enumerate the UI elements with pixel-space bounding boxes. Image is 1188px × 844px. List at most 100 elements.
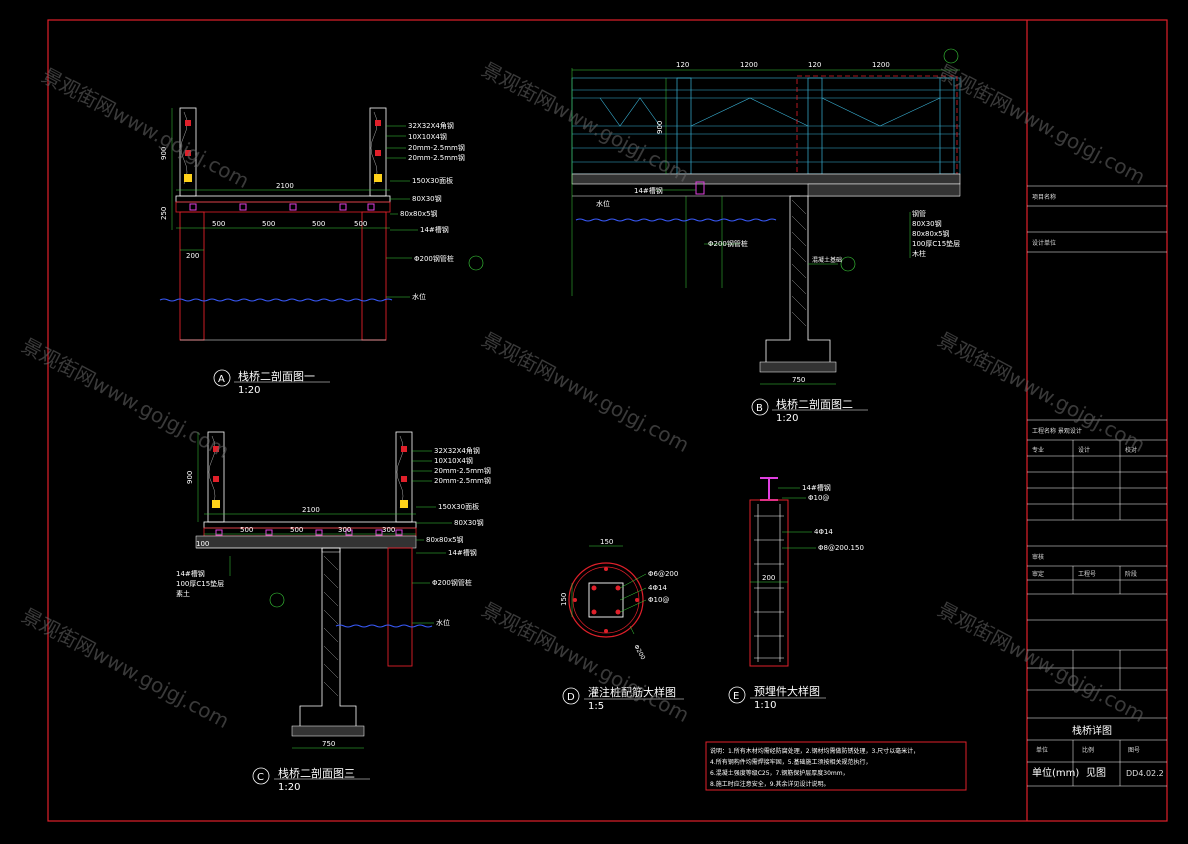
section-e-label-3: 4Φ14 <box>814 528 833 536</box>
section-d-marker: D <box>567 692 575 703</box>
section-c-label-1: 32X32X4角钢 <box>434 446 480 455</box>
section-b-label-5: 80x80x5钢 <box>912 229 950 238</box>
section-c-label-6: 80X30钢 <box>454 518 484 527</box>
section-c-dim-pile: 100 <box>196 540 209 548</box>
section-c-label-7: 80x80x5钢 <box>426 535 464 544</box>
section-a-label-1: 32X32X4角钢 <box>408 121 454 130</box>
section-b-dim-1: 120 <box>676 61 689 69</box>
section-a-label-5: 150X30面板 <box>412 176 453 185</box>
tb-top-row-1: 工程名称 景观设计 <box>1032 427 1082 435</box>
section-c-label-8: 14#槽钢 <box>448 548 477 557</box>
section-a-dim-h2: 250 <box>160 207 168 220</box>
section-c-dim-span-4: 300 <box>382 526 395 534</box>
section-a-text: 32X32X4角钢 10X10X4钢 20mm-2.5mm钢 20mm-2.5m… <box>160 121 465 396</box>
watermark-6: 景观街网www.gojgj.com <box>934 327 1150 457</box>
watermark-7: 景观街网www.gojgj.com <box>18 603 234 733</box>
tb-mid-row-1: 审核 <box>1032 553 1044 561</box>
section-d-label-2: 4Φ14 <box>648 584 667 592</box>
section-b-scale: 1:20 <box>776 413 798 424</box>
section-a-dim-span-4: 500 <box>354 220 367 228</box>
section-b-marker: B <box>756 403 763 414</box>
title-block-text: 项目名称 设计单位 工程名称 景观设计 专业 设计 校对 审核 审定 工程号 阶… <box>1032 193 1164 779</box>
section-d-label-3: Φ10@ <box>648 596 669 604</box>
watermark-3: 景观街网www.gojgj.com <box>934 59 1150 189</box>
section-d-scale: 1:5 <box>588 701 604 712</box>
section-a-dim-span-3: 500 <box>312 220 325 228</box>
watermark-4: 景观街网www.gojgj.com <box>18 333 234 463</box>
section-c-dim-base: 750 <box>322 740 335 748</box>
section-b-label-1: 14#槽钢 <box>634 186 663 195</box>
section-b-title: 栈桥二剖面图二 <box>776 397 853 411</box>
section-c-label-9: Φ200钢管桩 <box>432 578 472 587</box>
section-b-label-7: 木柱 <box>912 249 926 258</box>
section-c-label-3: 20mm-2.5mm钢 <box>434 466 491 475</box>
section-d-title: 灌注桩配筋大样图 <box>588 685 676 699</box>
tb-top-row-4: 校对 <box>1125 446 1137 454</box>
section-d-label-1: Φ6@200 <box>648 570 678 578</box>
section-a-dim-span-1: 500 <box>212 220 225 228</box>
watermark-8: 景观街网www.gojgj.com <box>478 597 694 727</box>
tb-mid-row-2: 审定 <box>1032 570 1044 578</box>
tb-foot-left: 单位(mm) <box>1032 766 1079 779</box>
tb-foot-mid: 见图 <box>1086 767 1106 779</box>
section-a-dim-width: 2100 <box>276 182 294 190</box>
section-b-dim-height: 900 <box>656 121 664 134</box>
section-c-drawing <box>195 431 452 785</box>
section-a-dim-span-2: 500 <box>262 220 275 228</box>
tb-drawing-title: 栈桥详图 <box>1072 724 1112 737</box>
section-e-dim-w: 200 <box>762 574 775 582</box>
section-b-note: 混凝土基础 <box>812 256 842 264</box>
section-b-dim-base: 750 <box>792 376 805 384</box>
section-a-label-7: 80x80x5钢 <box>400 209 438 218</box>
section-d-drawing <box>562 545 684 705</box>
section-a-scale: 1:20 <box>238 385 260 396</box>
section-c-left-label-1: 14#槽钢 <box>176 569 205 578</box>
section-a-label-2: 10X10X4钢 <box>408 132 447 141</box>
section-b-label-2: Φ200钢管桩 <box>708 239 748 248</box>
tb-top-row-3: 设计 <box>1078 446 1090 454</box>
section-c-dim-span-3: 300 <box>338 526 351 534</box>
section-b-label-6: 100厚C15垫层 <box>912 239 960 248</box>
section-d-dim-dia: Φ200 <box>632 644 646 662</box>
watermark-9: 景观街网www.gojgj.com <box>934 597 1150 727</box>
section-d-dim-w: 150 <box>600 538 613 546</box>
section-b-label-4: 80X30钢 <box>912 219 942 228</box>
section-e-text: 14#槽钢 Φ10@ 4Φ14 Φ8@200.150 200 E 预埋件大样图 … <box>733 483 864 711</box>
section-a-label-9: Φ200钢管桩 <box>414 254 454 263</box>
section-a-label-8: 14#槽钢 <box>420 225 449 234</box>
section-b-dim-2: 1200 <box>740 61 758 69</box>
section-c-dim-span-1: 500 <box>240 526 253 534</box>
tb-drawing-row: 设计单位 <box>1032 239 1056 247</box>
section-b-water: 水位 <box>596 199 610 208</box>
notes-line-4: 8.施工时应注意安全，9.其余详见设计说明。 <box>710 780 829 788</box>
section-b-dim-3: 120 <box>808 61 821 69</box>
section-e-drawing <box>728 477 826 704</box>
watermark-5: 景观街网www.gojgj.com <box>478 327 694 457</box>
section-c-water: 水位 <box>436 618 450 627</box>
section-a-title: 栈桥二剖面图一 <box>238 369 315 383</box>
section-e-label-1: 14#槽钢 <box>802 483 831 492</box>
section-e-label-2: Φ10@ <box>808 494 829 502</box>
section-c-left-label-2: 100厚C15垫层 <box>176 579 224 588</box>
section-c-title: 栈桥二剖面图三 <box>278 766 355 780</box>
notes-line-3: 6.混凝土强度等级C25，7.钢筋保护层厚度30mm， <box>710 769 849 777</box>
tb-foot-head-2: 比例 <box>1082 746 1094 754</box>
section-c-scale: 1:20 <box>278 782 300 793</box>
section-b-dim-4: 1200 <box>872 61 890 69</box>
notes-line-2: 4.所有钢构件均需焊接牢固，5.基础施工须按相关规范执行， <box>710 758 871 766</box>
tb-mid-row-3: 工程号 <box>1078 570 1096 578</box>
tb-project-row: 项目名称 <box>1032 193 1056 201</box>
section-a-marker: A <box>218 374 225 385</box>
section-d-dim-h: 150 <box>560 593 568 606</box>
section-b-drawing <box>571 48 961 416</box>
section-c-label-2: 10X10X4钢 <box>434 456 473 465</box>
section-a-label-3: 20mm-2.5mm钢 <box>408 143 465 152</box>
section-a-dim-h1: 900 <box>160 147 168 160</box>
section-c-label-4: 20mm-2.5mm钢 <box>434 476 491 485</box>
section-c-marker: C <box>257 772 264 783</box>
section-b-label-3: 钢管 <box>912 209 926 218</box>
tb-foot-right: DD4.02.2 <box>1126 769 1164 778</box>
section-c-label-5: 150X30面板 <box>438 502 479 511</box>
